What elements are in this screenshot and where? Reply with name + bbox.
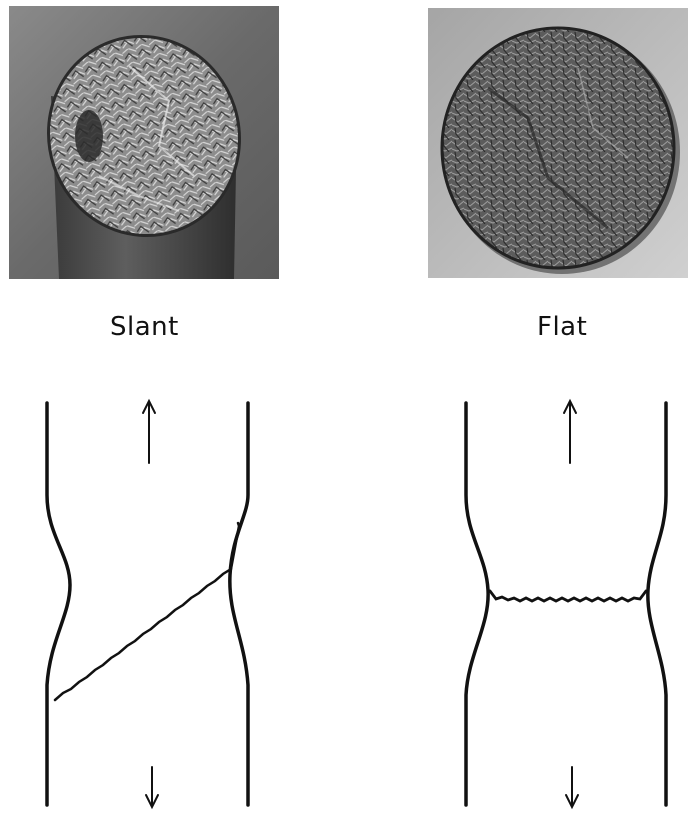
specimen-right-edge	[648, 403, 666, 805]
slant-label: Slant	[110, 312, 179, 342]
specimen-left-edge	[47, 403, 70, 805]
specimen-left-edge	[466, 403, 488, 805]
slant-fracture-diagram	[20, 385, 260, 819]
flat-fracture-diagram	[438, 385, 678, 819]
slant-fracture-photo	[9, 6, 279, 279]
arrow-down-icon	[146, 767, 158, 807]
specimen-right-edge	[230, 403, 248, 805]
flat-fracture-photo	[428, 8, 688, 278]
fracture-line	[55, 523, 239, 700]
arrow-up-icon	[143, 401, 155, 463]
fracture-line	[490, 591, 646, 601]
flat-label: Flat	[537, 312, 587, 342]
arrow-down-icon	[566, 767, 578, 807]
arrow-up-icon	[564, 401, 576, 463]
